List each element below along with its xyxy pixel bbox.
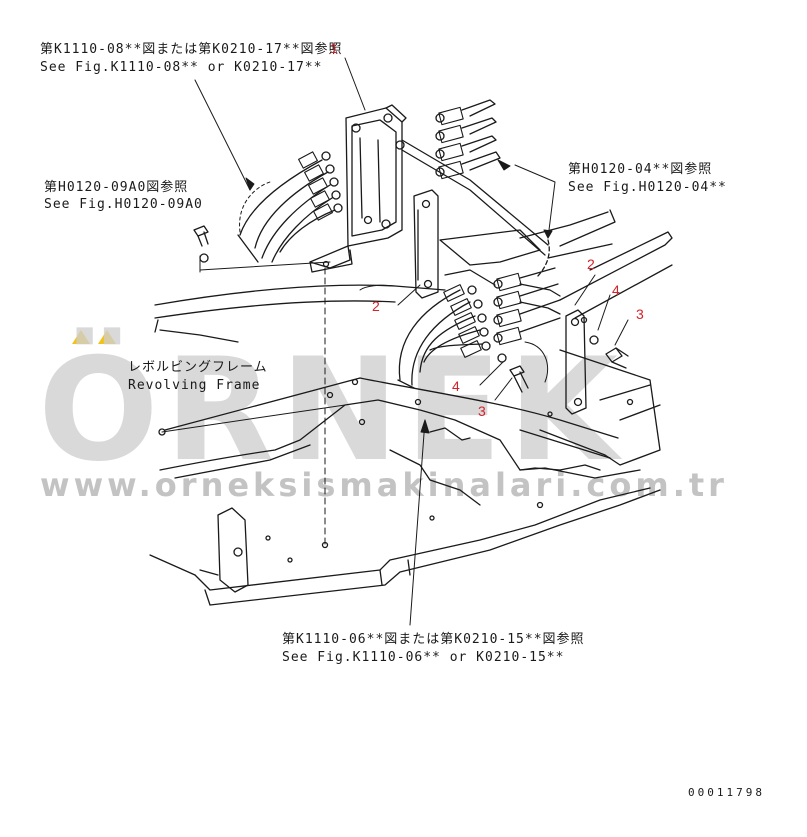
callout-2-center: 2 xyxy=(372,298,380,314)
watermark-logo: ÖRNEK xyxy=(38,328,624,493)
leader-lines xyxy=(161,57,629,626)
hose-set-upper-right xyxy=(435,99,501,180)
callout-3-right: 3 xyxy=(636,306,644,322)
revolving-frame-label-jp: レボルビングフレーム xyxy=(128,360,268,375)
ref-label-h0120-09a0-jp: 第H0120-09A0図参照 xyxy=(44,180,189,195)
part-1-bracket xyxy=(309,104,549,273)
callout-4-center: 4 xyxy=(452,378,460,394)
hose-bundle-upper-left xyxy=(237,151,343,263)
callout-4-right: 4 xyxy=(612,282,620,298)
ref-label-k1110-08-en: See Fig.K1110-08** or K0210-17** xyxy=(40,60,323,75)
ref-label-k1110-06-jp: 第K1110-06**図または第K0210-15**図参照 xyxy=(282,632,585,647)
part-2-plate-right xyxy=(565,309,587,415)
drawing-number: 00011798 xyxy=(688,786,765,799)
callout-2-right: 2 xyxy=(587,256,595,272)
ref-label-k1110-08-jp: 第K1110-08**図または第K0210-17**図参照 xyxy=(40,42,343,57)
hose-set-right xyxy=(493,239,561,346)
part-2-plate-center xyxy=(413,189,439,299)
ref-label-h0120-09a0-en: See Fig.H0120-09A0 xyxy=(44,197,203,212)
callout-3-center: 3 xyxy=(478,403,486,419)
revolving-frame-label-en: Revolving Frame xyxy=(128,378,261,393)
callout-1: 1 xyxy=(330,40,338,56)
watermark-dots xyxy=(72,330,120,346)
ref-label-h0120-04-en: See Fig.H0120-04** xyxy=(568,180,727,195)
ref-label-h0120-04-jp: 第H0120-04**図参照 xyxy=(568,162,713,177)
hose-bundle-center xyxy=(397,284,491,389)
ref-label-k1110-06-en: See Fig.K1110-06** or K0210-15** xyxy=(282,650,565,665)
